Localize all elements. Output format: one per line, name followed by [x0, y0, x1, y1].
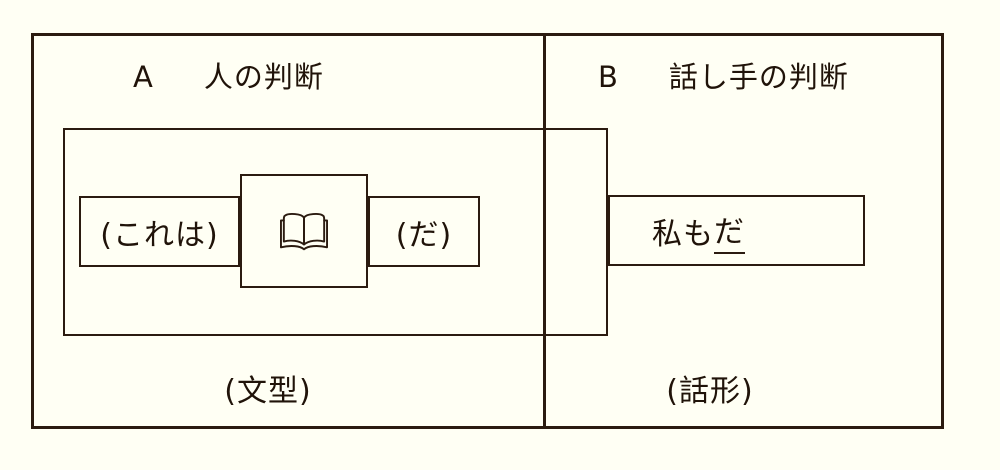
section-a-title: A 人の判断 — [133, 60, 324, 94]
copula-box-text: (だ) — [395, 217, 453, 253]
speaker-utterance-text: 私も — [652, 216, 714, 252]
copula-box: (だ) — [368, 196, 480, 267]
section-a-label: A — [133, 60, 154, 94]
open-book-icon — [273, 207, 335, 255]
book-box — [240, 174, 368, 288]
speaker-utterance-underlined-text: だ — [714, 207, 745, 254]
section-divider-line — [543, 33, 546, 429]
section-b-caption: (話形) — [666, 374, 754, 409]
outer-frame — [31, 33, 944, 429]
section-b-label: B — [598, 60, 619, 94]
section-a-title-text: 人の判断 — [203, 60, 324, 94]
topic-box-text: (これは) — [100, 217, 219, 253]
sentence-pattern-frame — [63, 128, 608, 336]
section-b-title: B 話し手の判断 — [598, 60, 849, 94]
topic-box: (これは) — [79, 196, 240, 267]
speaker-utterance-box: 私もだ — [608, 195, 865, 266]
section-a-caption: (文型) — [224, 374, 312, 409]
section-b-title-text: 話し手の判断 — [668, 60, 849, 94]
